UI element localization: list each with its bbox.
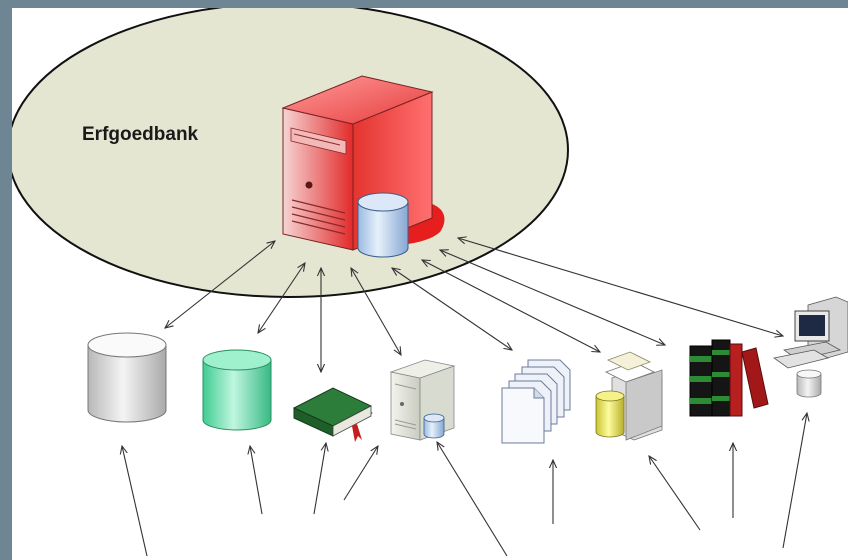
incoming-arrow xyxy=(649,456,701,531)
diagram-svg: Erfgoedbank xyxy=(12,8,848,557)
incoming-arrow xyxy=(313,443,326,515)
folder-archive-icon xyxy=(595,351,663,441)
arrow-hub-books xyxy=(440,250,665,345)
arrow-hub-documents xyxy=(392,268,512,350)
database-grey-icon xyxy=(87,332,167,423)
incoming-arrow xyxy=(437,442,508,557)
arrow-hub-database-green xyxy=(258,263,305,333)
book-collection-icon xyxy=(689,339,769,417)
documents-icon xyxy=(501,359,571,444)
incoming-arrow xyxy=(122,446,148,557)
server-icon xyxy=(389,359,456,441)
computer-workstation-icon xyxy=(773,296,848,398)
hub-connector-arrows xyxy=(165,238,783,372)
arrow-hub-computer xyxy=(458,238,783,336)
incoming-arrow xyxy=(343,446,378,501)
arrow-hub-database-grey xyxy=(165,241,275,328)
hub-label: Erfgoedbank xyxy=(82,124,199,145)
central-server-icon xyxy=(281,75,445,258)
incoming-arrow xyxy=(250,446,263,515)
database-green-icon xyxy=(202,349,272,431)
incoming-arrow xyxy=(782,413,807,549)
diagram-canvas: Erfgoedbank xyxy=(12,8,848,560)
book-icon xyxy=(292,387,373,442)
incoming-arrows xyxy=(122,413,807,557)
